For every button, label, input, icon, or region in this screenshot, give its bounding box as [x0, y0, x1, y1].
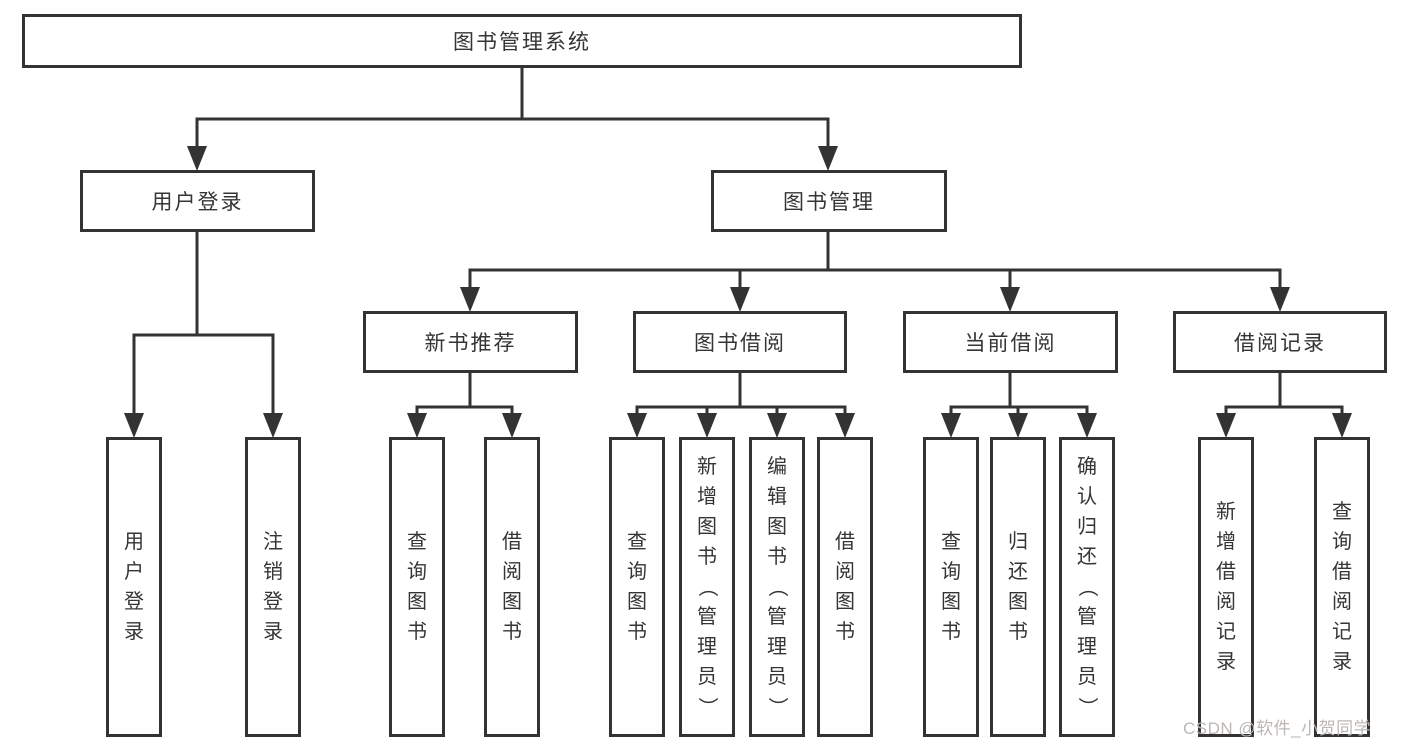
node-new-book-recommend-label: 新书推荐: [424, 332, 517, 355]
leaf-user-login: 用户登录: [106, 437, 162, 737]
node-current-borrow-label: 当前借阅: [964, 332, 1057, 355]
leaf-edit-books-admin: 编辑图书（管理员）: [749, 437, 805, 737]
node-book-borrow-label: 图书借阅: [694, 332, 786, 355]
node-root-label: 图书管理系统: [453, 31, 591, 54]
leaf-add-books-admin: 新增图书（管理员）: [679, 437, 735, 737]
node-root-system: 图书管理系统: [22, 14, 1022, 68]
node-borrow-records: 借阅记录: [1173, 311, 1387, 373]
leaf-confirm-return-admin: 确认归还（管理员）: [1059, 437, 1115, 737]
node-user-login: 用户登录: [80, 170, 315, 232]
node-book-borrow: 图书借阅: [633, 311, 847, 373]
csdn-watermark: CSDN @软件_小贺同学: [1183, 719, 1372, 738]
node-borrow-records-label: 借阅记录: [1234, 332, 1326, 355]
leaf-add-borrow-record: 新增借阅记录: [1198, 437, 1254, 737]
node-book-management-label: 图书管理: [783, 191, 875, 214]
leaf-borrow-books: 借阅图书: [817, 437, 873, 737]
leaf-borrow-books-recommend: 借阅图书: [484, 437, 540, 737]
node-book-management: 图书管理: [711, 170, 947, 232]
node-current-borrow: 当前借阅: [903, 311, 1118, 373]
leaf-query-borrow-record: 查询借阅记录: [1314, 437, 1370, 737]
leaf-return-books: 归还图书: [990, 437, 1046, 737]
node-user-login-label: 用户登录: [151, 191, 244, 214]
node-new-book-recommend: 新书推荐: [363, 311, 578, 373]
leaf-query-books-recommend: 查询图书: [389, 437, 445, 737]
leaf-query-books-borrow: 查询图书: [609, 437, 665, 737]
leaf-query-books-current: 查询图书: [923, 437, 979, 737]
leaf-logout: 注销登录: [245, 437, 301, 737]
